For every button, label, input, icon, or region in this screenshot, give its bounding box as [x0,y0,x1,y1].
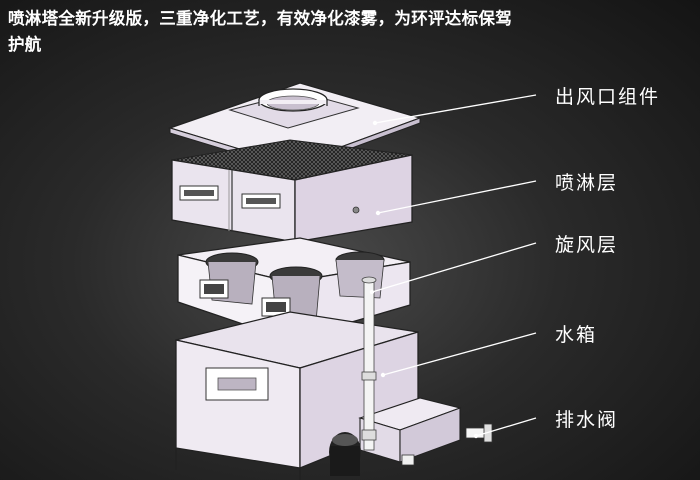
cyclone-layer [177,237,411,341]
callout-drain-valve: 排水阀 [555,409,619,431]
drain-assembly [329,397,493,476]
leader-lines [371,94,537,437]
water-tank [175,311,419,480]
leader-outlet [374,94,537,124]
callout-cyclone-layer: 旋风层 [555,234,619,256]
water-pipe [361,276,377,451]
headline: 喷淋塔全新升级版，三重净化工艺，有效净化漆雾，为环评达标保驾护航 [8,9,512,54]
callout-outlet-assembly: 出风口组件 [555,86,661,108]
leader-drain [475,417,537,437]
leader-dots [369,120,479,439]
callout-spray-layer: 喷淋层 [555,172,619,194]
leader-spray [377,180,537,214]
leader-tank [382,332,537,376]
leader-cyclone [371,242,537,293]
spray-layer [171,139,413,243]
callout-water-tank: 水箱 [555,324,598,346]
